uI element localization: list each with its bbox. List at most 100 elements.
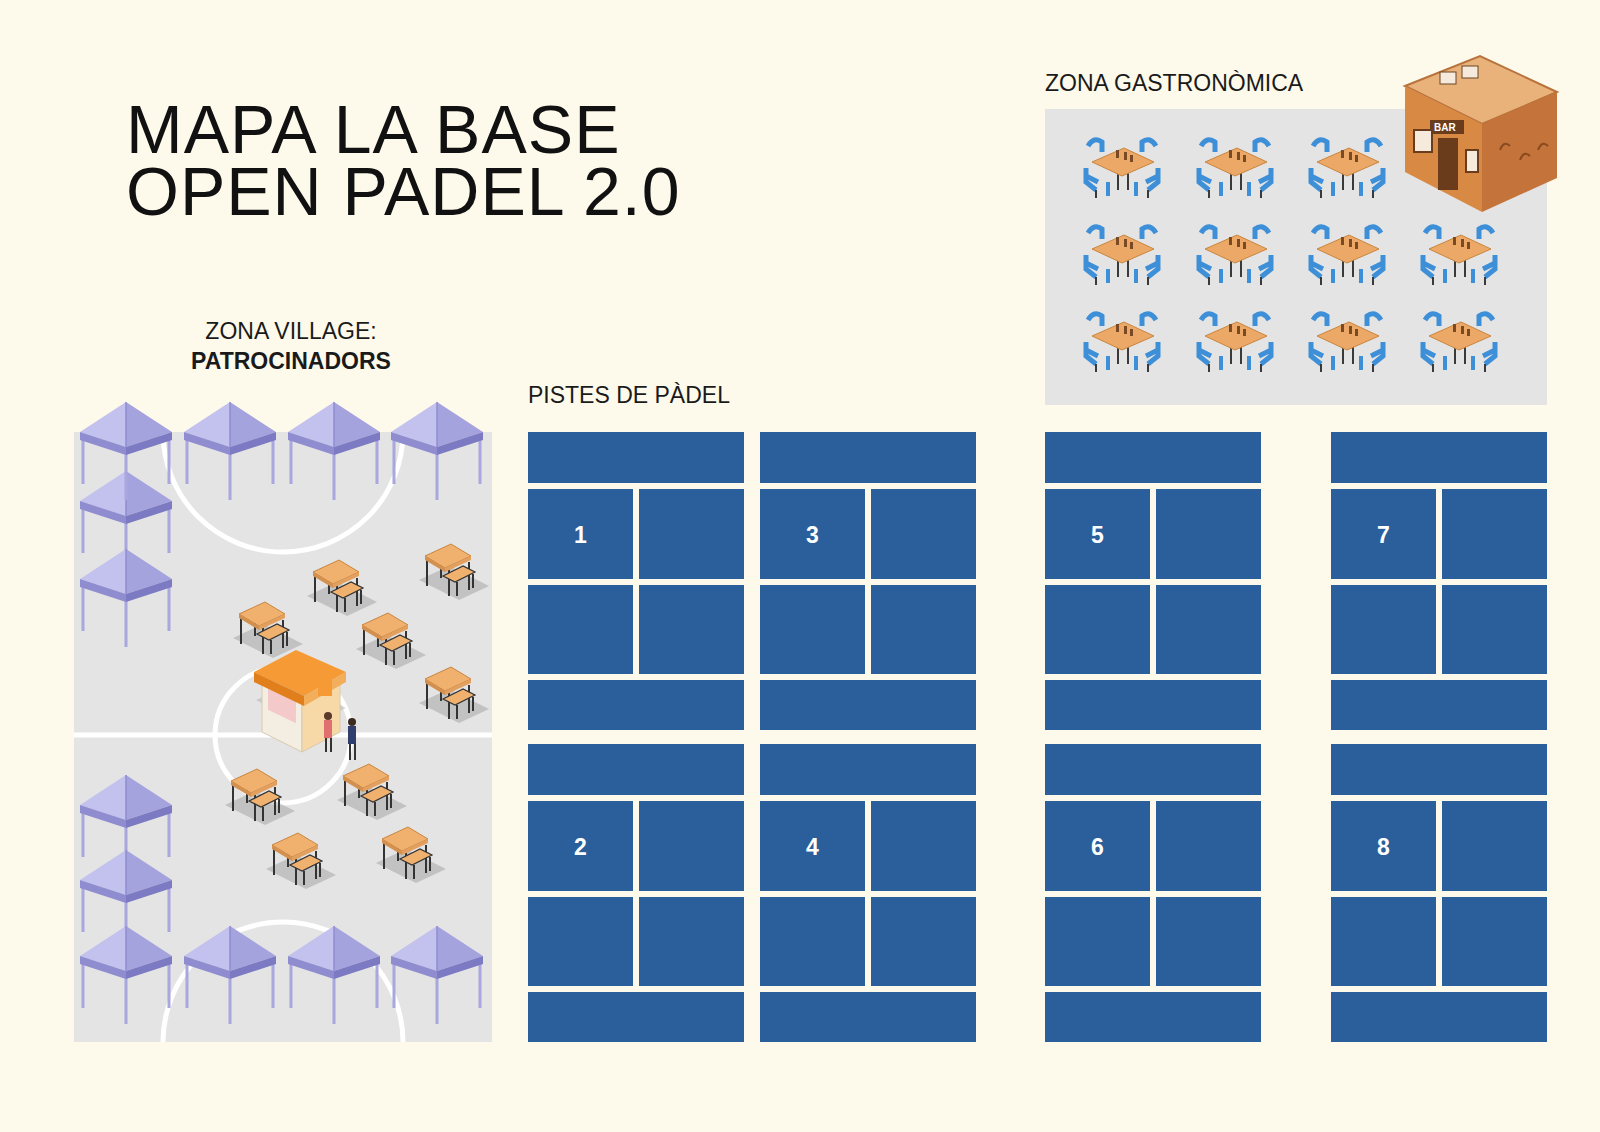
map-use (391, 926, 483, 1024)
map-use (1311, 314, 1383, 372)
padel-court: 8 (1331, 744, 1547, 1042)
map-line (354, 744, 356, 760)
map-use (80, 926, 172, 1024)
zone-heading: PISTES DE PÀDEL (528, 382, 730, 409)
map-use (356, 613, 426, 669)
map-use (233, 602, 303, 658)
map-use (288, 402, 380, 500)
map-rect (1440, 72, 1456, 84)
bar-sign: BAR (1431, 121, 1459, 134)
map-polygon (254, 672, 304, 706)
map-use (184, 402, 276, 500)
zone-heading: ZONA GASTRONÒMICA (1045, 70, 1303, 97)
map-rect (1438, 138, 1458, 190)
map-use (225, 769, 295, 825)
map-use (1423, 227, 1495, 285)
court-line (633, 798, 639, 989)
map-line (325, 738, 327, 752)
map-use (1199, 314, 1271, 372)
court-line (1436, 798, 1442, 989)
map-use (1086, 227, 1158, 285)
map-path (163, 922, 403, 1042)
map-title: MAPA LA BASE OPEN PADEL 2.0 (126, 98, 766, 222)
beer-kiosk (254, 650, 356, 760)
map-use (80, 549, 172, 647)
gastro-ground (1045, 109, 1547, 405)
padel-court: 4 (760, 744, 976, 1042)
court-lines (528, 744, 744, 1042)
court-number: 3 (760, 489, 865, 582)
map-use (1423, 314, 1495, 372)
court-number: 5 (1045, 489, 1150, 582)
tents (80, 402, 483, 1024)
zone-heading: ZONA VILLAGE: (74, 318, 508, 345)
court-line (865, 798, 871, 989)
map-use (337, 764, 407, 820)
court-number: 2 (528, 801, 633, 894)
court-line (1150, 798, 1156, 989)
padel-court: 3 (760, 432, 976, 730)
map-rect (348, 726, 356, 744)
court-number: 1 (528, 489, 633, 582)
map-use (266, 833, 336, 889)
bar-building (1405, 56, 1557, 212)
padel-court: 1 (528, 432, 744, 730)
map-path (1500, 144, 1548, 160)
map-use (1311, 140, 1383, 198)
court-number: 6 (1045, 801, 1150, 894)
court-lines (528, 432, 744, 730)
map-rect (318, 676, 332, 696)
court-lines (1045, 744, 1261, 1042)
map-rect (324, 720, 332, 738)
village-lines (74, 432, 492, 1042)
court-lines (760, 432, 976, 730)
court-number: 8 (1331, 801, 1436, 894)
map-path (163, 432, 403, 552)
village-ground (74, 432, 492, 1042)
map-line (349, 744, 351, 760)
map-use (376, 827, 446, 883)
map-use (184, 926, 276, 1024)
padel-court: 5 (1045, 432, 1261, 730)
zone-heading: PATROCINADORS (74, 348, 508, 375)
map-use (391, 402, 483, 500)
map-use (1311, 227, 1383, 285)
court-line (1436, 486, 1442, 677)
court-lines (1331, 432, 1547, 730)
map-use (288, 926, 380, 1024)
map-use (1086, 314, 1158, 372)
map-use (80, 402, 172, 500)
gastro-zone: ZONA GASTRONÒMICA (1045, 70, 1547, 405)
map-use (419, 667, 489, 723)
map-rect (1462, 66, 1478, 78)
map-circle (324, 712, 332, 720)
court-lines (1331, 744, 1547, 1042)
padel-court: 6 (1045, 744, 1261, 1042)
village-zone: ZONA VILLAGE: PATROCINADORS (74, 318, 508, 1042)
padel-court: 2 (528, 744, 744, 1042)
court-line (633, 486, 639, 677)
map-use (1199, 227, 1271, 285)
map-rect (1430, 120, 1464, 134)
map-use (419, 544, 489, 600)
court-number: 4 (760, 801, 865, 894)
picnic-tables (225, 544, 489, 889)
court-line (1150, 486, 1156, 677)
padel-court: 7 (1331, 432, 1547, 730)
padel-courts-zone: PISTES DE PÀDEL 1 3 5 7 2 4 6 8 (528, 382, 1547, 1042)
court-lines (760, 744, 976, 1042)
map-rect (1466, 150, 1478, 172)
map-line (330, 738, 332, 752)
map-polygon (304, 672, 346, 706)
map-polygon (1405, 86, 1482, 212)
map-polygon (1482, 92, 1557, 212)
map-circle (348, 718, 356, 726)
map-use (307, 560, 377, 616)
court-lines (1045, 432, 1261, 730)
map-rect (1414, 130, 1432, 152)
court-number: 7 (1331, 489, 1436, 582)
map-use (1086, 140, 1158, 198)
map-use (1199, 140, 1271, 198)
